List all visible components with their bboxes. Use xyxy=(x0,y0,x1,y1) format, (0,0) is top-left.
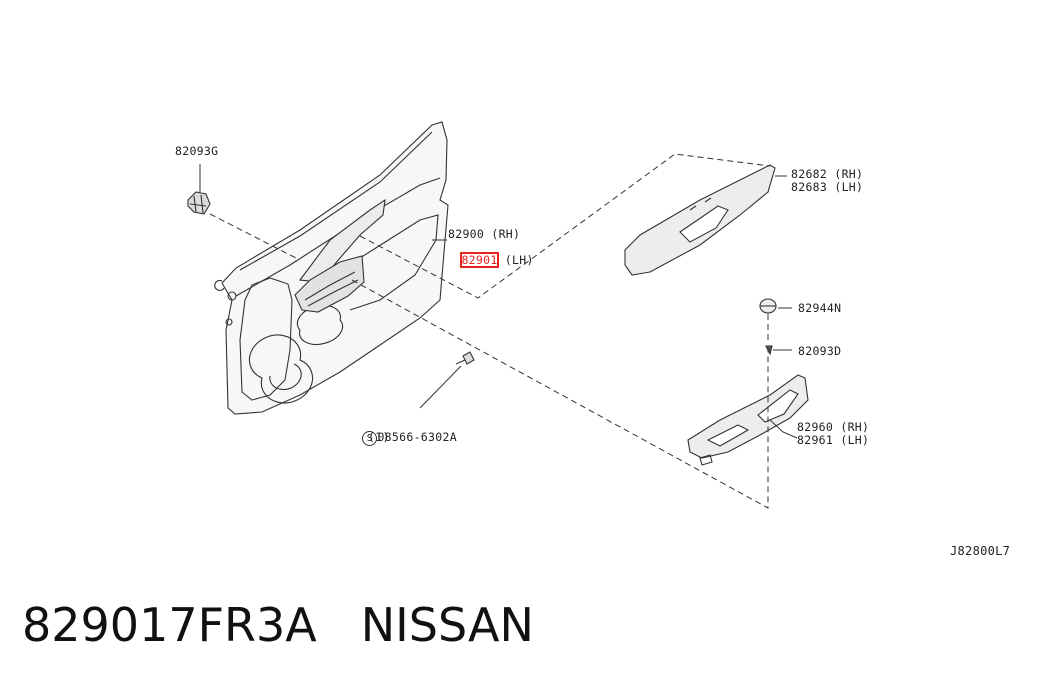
clip-82093d xyxy=(765,345,773,356)
clip-82093g xyxy=(187,191,211,215)
part-number: 829017FR3A xyxy=(22,598,317,652)
label-82900-rh: 82900 (RH) xyxy=(448,227,521,241)
screw-code: 08566-6302A xyxy=(377,430,457,444)
switch-82960 xyxy=(687,374,809,459)
speaker-grille xyxy=(248,334,314,404)
screw-08566 xyxy=(462,351,475,365)
label-82901-lh: 82901 (LH) xyxy=(447,241,534,268)
diagram-code: J82800L7 xyxy=(950,544,1011,558)
label-82682-rh: 82682 (RH) xyxy=(791,167,864,181)
label-82961-lh: 82961 (LH) xyxy=(797,433,870,447)
brand-name: NISSAN xyxy=(360,598,534,652)
label-82960-rh: 82960 (RH) xyxy=(797,420,870,434)
highlighted-part-number: 82901 xyxy=(460,252,499,268)
label-lh-side: (LH) xyxy=(504,253,534,267)
label-82683-lh: 82683 (LH) xyxy=(791,180,864,194)
label-82093g: 82093G xyxy=(175,144,219,158)
label-82093d: 82093D xyxy=(798,344,842,358)
caption: 829017FR3A NISSAN xyxy=(22,598,578,652)
screw-symbol-icon: S xyxy=(362,431,378,446)
label-82944n: 82944N xyxy=(798,301,842,315)
label-screw-qty: (1) xyxy=(368,430,390,444)
